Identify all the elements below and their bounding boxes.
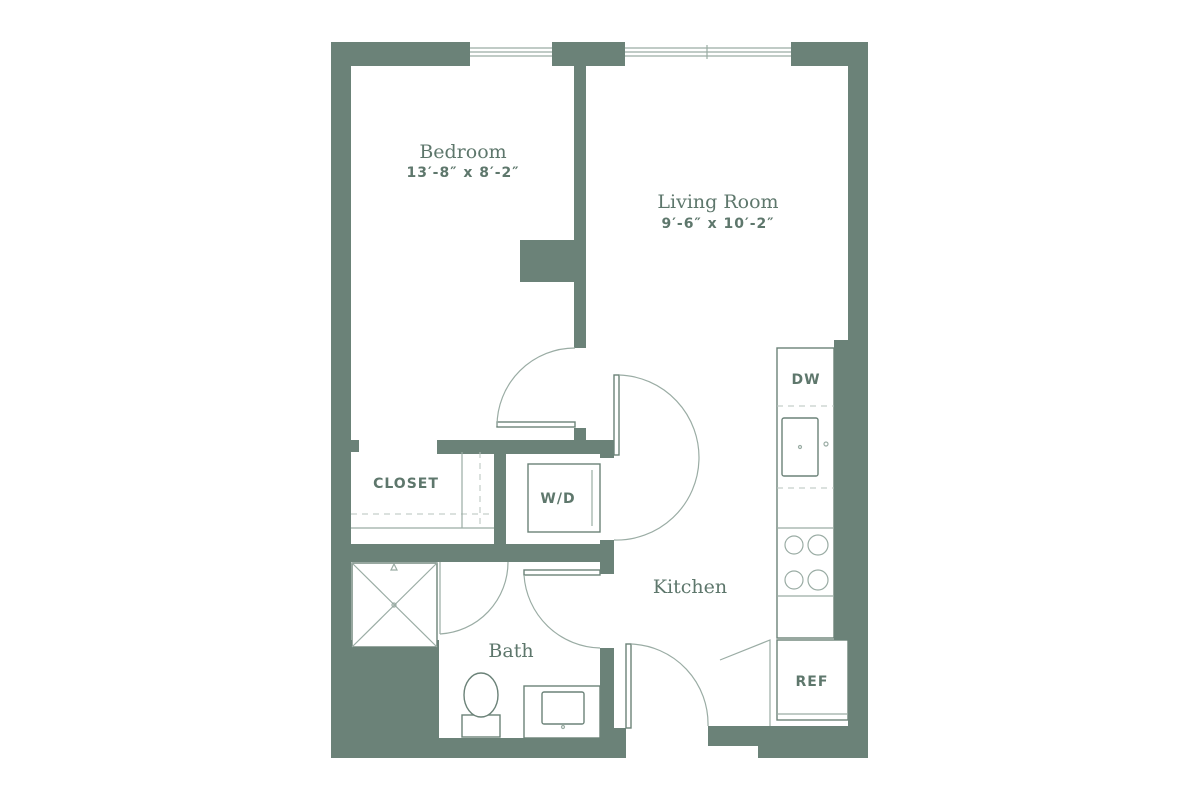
bedroom-dimensions: 13′-8″ x 8′-2″ (407, 165, 520, 181)
toilet-icon (461, 672, 501, 738)
living-room-label: Living Room (657, 191, 778, 213)
cooktop-icon (784, 534, 829, 591)
bedroom-label: Bedroom (419, 141, 506, 163)
windows (470, 42, 791, 66)
kitchen-counter (776, 347, 835, 639)
exterior-walls (331, 42, 868, 758)
closet (351, 452, 494, 529)
shower-icon (351, 562, 438, 648)
living-room-dimensions: 9′-6″ x 10′-2″ (662, 216, 775, 232)
doors (439, 347, 771, 729)
interior-walls (351, 66, 626, 748)
kitchen-label: Kitchen (653, 576, 727, 598)
sink-icon (781, 417, 829, 477)
refrigerator-label: REF (796, 674, 829, 690)
dishwasher-label: DW (791, 372, 820, 388)
refrigerator (776, 639, 849, 721)
vanity-sink-icon (523, 685, 601, 739)
washer-dryer-label: W/D (540, 491, 575, 507)
washer-dryer (527, 463, 601, 533)
bath-label: Bath (488, 640, 533, 662)
closet-label: CLOSET (373, 476, 439, 492)
